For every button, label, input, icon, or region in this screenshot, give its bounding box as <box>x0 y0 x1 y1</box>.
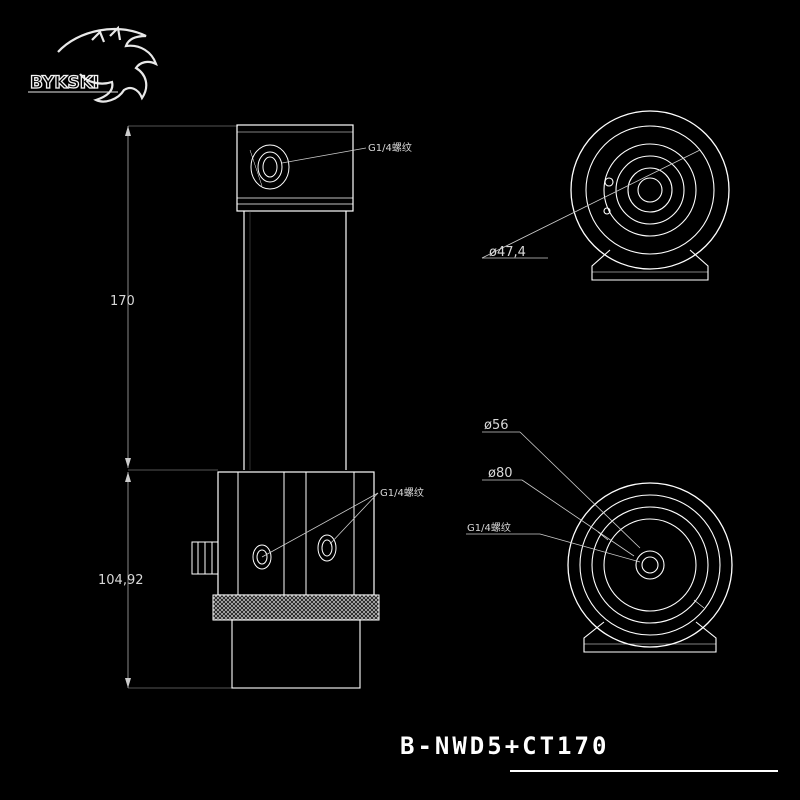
inner-diameter-label: ø56 <box>484 418 509 433</box>
dragon-emblem-icon <box>57 25 158 103</box>
top-view <box>570 110 730 281</box>
bottom-view-leaders <box>466 431 641 563</box>
top-port-leader <box>281 147 367 164</box>
top-view-diameter-label: ø47,4 <box>489 245 526 260</box>
bottom-view <box>567 482 733 653</box>
side-port-right-icon <box>317 534 337 562</box>
tube-height-dimension: 170 <box>110 294 135 309</box>
side-port-left-icon <box>252 544 272 570</box>
model-name: B-NWD5+CT170 <box>400 732 609 760</box>
outer-diameter-label: ø80 <box>488 466 513 481</box>
brand-logo-text: BYKSKI <box>30 73 99 93</box>
side-view <box>125 124 380 689</box>
top-port-icon <box>249 144 290 190</box>
pump-height-dimension: 104,92 <box>98 573 144 588</box>
brand-logo: BYKSKI <box>28 25 158 103</box>
side-port-thread-label: G1/4螺纹 <box>380 486 424 499</box>
top-view-leader <box>481 149 701 259</box>
bottom-port-thread-label: G1/4螺纹 <box>467 521 511 534</box>
top-port-thread-label: G1/4螺纹 <box>368 141 412 154</box>
side-port-leaders <box>261 492 379 558</box>
